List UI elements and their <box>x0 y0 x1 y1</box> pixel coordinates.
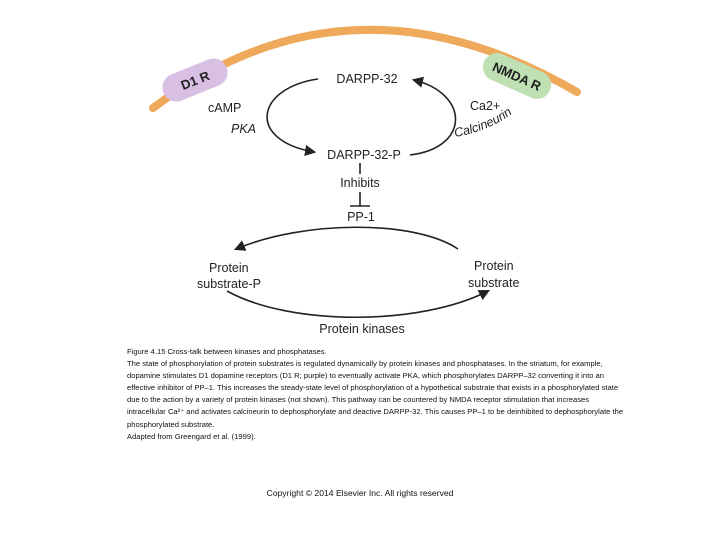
darpp32-label: DARPP-32 <box>336 72 397 86</box>
protein-kinases-label: Protein kinases <box>319 322 404 336</box>
caption-body: The state of phosphorylation of protein … <box>127 359 624 429</box>
nmda-receptor: NMDA R <box>482 53 552 99</box>
inhibits-label: Inhibits <box>340 176 380 190</box>
pp1-dephosphorylation-arrow <box>233 226 459 251</box>
copyright-notice: Copyright © 2014 Elsevier Inc. All right… <box>266 488 454 498</box>
kinase-phosphorylation-arrow <box>226 289 490 318</box>
camp-label: cAMP <box>208 101 241 115</box>
protein-substrate-line2: substrate <box>468 276 519 290</box>
d1-receptor: D1 R <box>162 58 228 102</box>
phosphorylation-arrow <box>266 78 319 156</box>
dephosphorylation-arrow <box>409 76 457 156</box>
darpp32-p-label: DARPP-32-P <box>327 148 401 162</box>
ca2-label: Ca2+ <box>470 99 500 113</box>
caption-title: Figure 4.15 Cross-talk between kinases a… <box>127 347 327 356</box>
pathway-diagram: D1 R NMDA R DARPP-32 DARPP-32-P cAMP PKA… <box>149 25 581 336</box>
protein-substrate-line1: Protein <box>474 259 514 273</box>
pka-label: PKA <box>231 122 256 136</box>
figure-caption: Figure 4.15 Cross-talk between kinases a… <box>127 346 627 443</box>
caption-source: Adapted from Greengard et al. (1999). <box>127 431 256 441</box>
protein-substrate-p-line1: Protein <box>209 261 249 275</box>
pp1-label: PP-1 <box>347 210 375 224</box>
protein-substrate-p-line2: substrate-P <box>197 277 261 291</box>
